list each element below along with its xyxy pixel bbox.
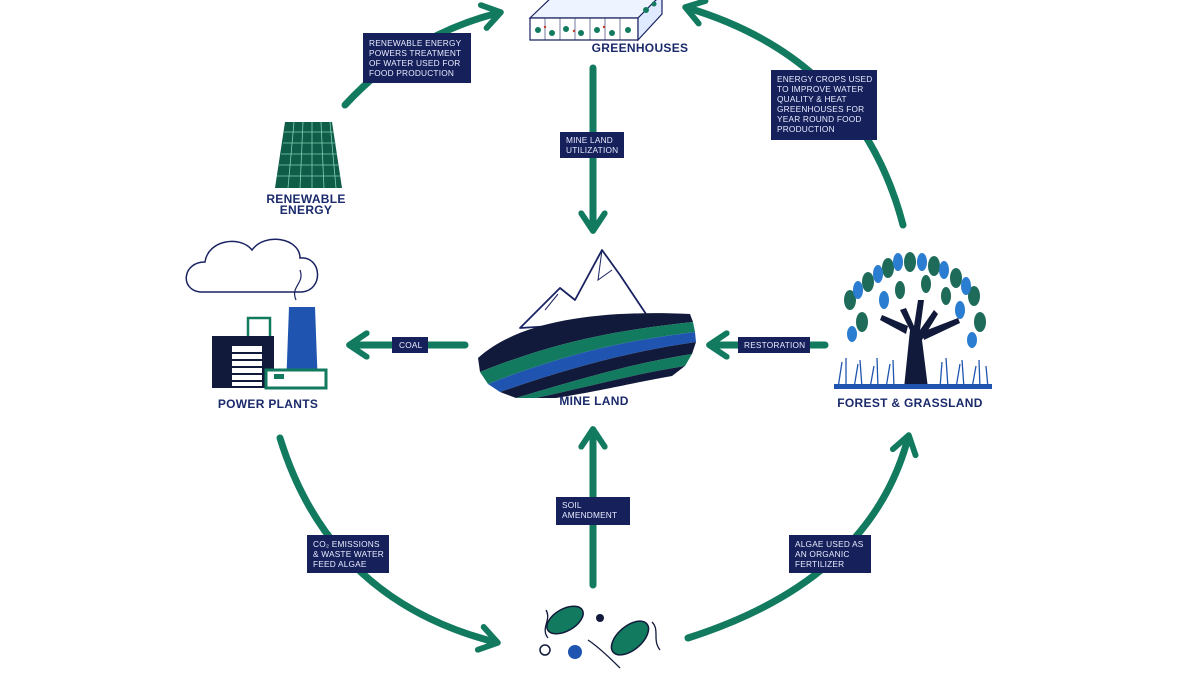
box-renewable-line4: FOOD PRODUCTION (369, 68, 454, 78)
box-mlu-line2: UTILIZATION (566, 145, 618, 155)
mine-land-label: MINE LAND (559, 394, 628, 408)
box-energy-crops-line2: TO IMPROVE WATER (777, 84, 863, 94)
box-renewable-to-greenhouses: RENEWABLE ENERGY POWERS TREATMENT OF WAT… (363, 33, 471, 83)
box-energy-crops-line4: GREENHOUSES FOR (777, 104, 864, 114)
box-algae-line2: AN ORGANIC (795, 549, 850, 559)
box-renewable-line3: OF WATER USED FOR (369, 58, 460, 68)
box-soil-line1: SOIL (562, 500, 582, 510)
box-energy-crops-line3: QUALITY & HEAT (777, 94, 847, 104)
renewable-energy-label-line1: RENEWABLE (266, 192, 345, 206)
greenhouses-label: GREENHOUSES (592, 41, 689, 55)
box-energy-crops-line6: PRODUCTION (777, 124, 835, 134)
algae-icon (539, 605, 661, 669)
box-coal-text: COAL (399, 340, 423, 350)
box-co2-line2: & WASTE WATER (313, 549, 384, 559)
power-plants-label: POWER PLANTS (218, 397, 318, 411)
box-algae-line1: ALGAE USED AS (795, 539, 864, 549)
power-plant-icon (185, 238, 328, 390)
box-co2-line1: CO₂ EMISSIONS (313, 539, 380, 549)
box-renewable-line2: POWERS TREATMENT (369, 48, 461, 58)
mountain-strata-icon (478, 249, 696, 398)
box-energy-crops-line5: YEAR ROUND FOOD (777, 114, 862, 124)
box-soil-line2: AMENDMENT (562, 510, 617, 520)
box-co2-emissions: CO₂ EMISSIONS & WASTE WATER FEED ALGAE (307, 535, 389, 573)
box-soil-amendment: SOIL AMENDMENT (556, 497, 630, 525)
solar-panel-icon (275, 121, 342, 189)
box-renewable-line1: RENEWABLE ENERGY (369, 38, 462, 48)
box-restoration-text: RESTORATION (744, 340, 805, 350)
box-mlu-line1: MINE LAND (566, 135, 613, 145)
greenhouse-icon (528, 0, 663, 42)
box-algae-fertilizer: ALGAE USED AS AN ORGANIC FERTILIZER (789, 535, 871, 573)
box-algae-line3: FERTILIZER (795, 559, 844, 569)
tree-icon (834, 252, 992, 389)
box-coal: COAL (392, 337, 428, 353)
cloud-icon (185, 238, 319, 293)
renewable-energy-label-line2: ENERGY (280, 203, 332, 217)
box-co2-line3: FEED ALGAE (313, 559, 367, 569)
box-energy-crops: ENERGY CROPS USED TO IMPROVE WATER QUALI… (771, 70, 877, 140)
forest-grassland-label: FOREST & GRASSLAND (837, 396, 982, 410)
box-mine-land-utilization: MINE LAND UTILIZATION (560, 132, 624, 158)
box-energy-crops-line1: ENERGY CROPS USED (777, 74, 872, 84)
box-restoration: RESTORATION (738, 337, 810, 353)
